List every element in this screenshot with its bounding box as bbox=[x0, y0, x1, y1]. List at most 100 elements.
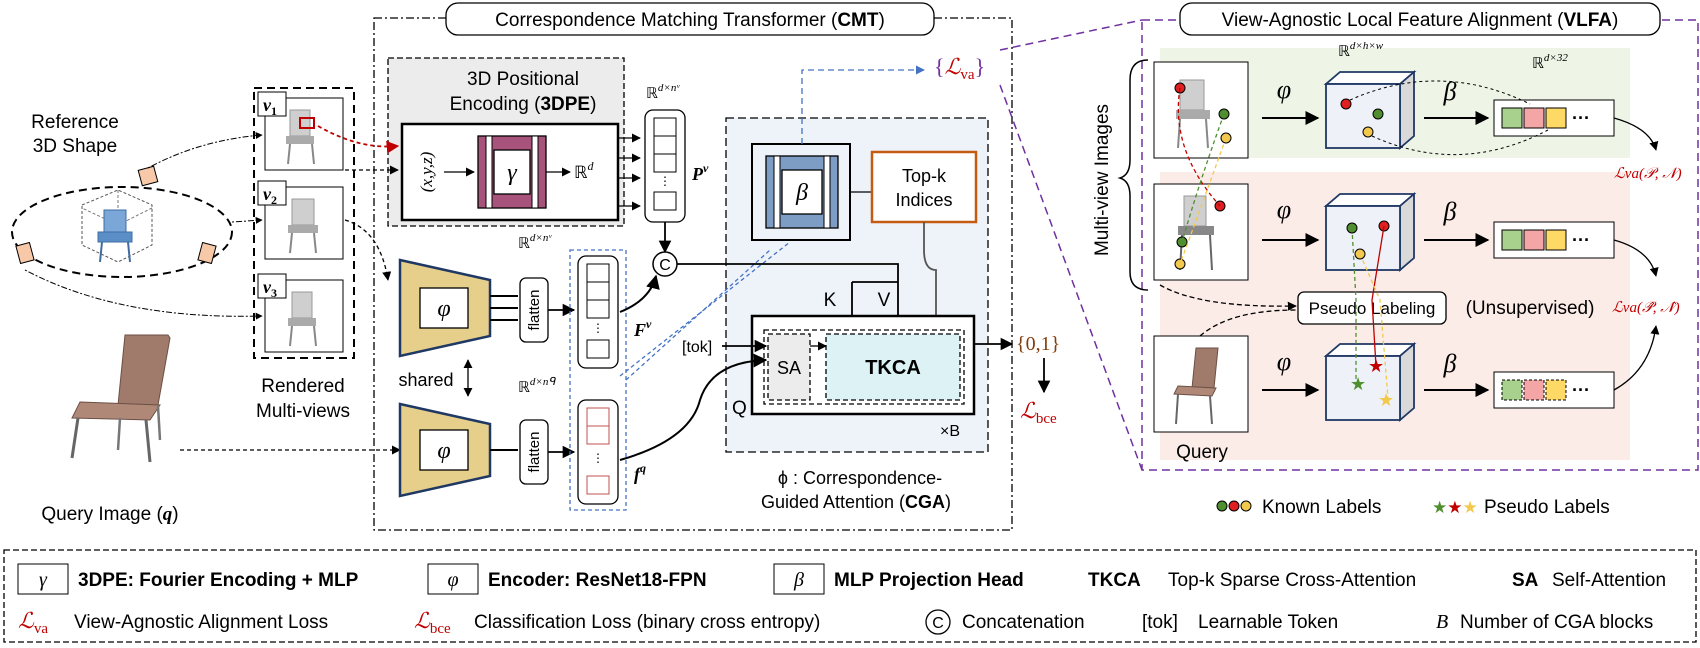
blue-dashed-link-2 bbox=[625, 249, 771, 381]
rd32-label: ℝd×32 bbox=[1532, 52, 1568, 72]
tkca-label: TKCA bbox=[865, 357, 921, 379]
fv-to-concat bbox=[619, 274, 660, 313]
pseudo-line-yellow bbox=[1359, 253, 1389, 399]
concat-to-kv bbox=[677, 263, 899, 282]
binary-output: {0,1} bbox=[1016, 333, 1060, 355]
view-1-tag: v1 bbox=[257, 91, 287, 118]
v-label: V bbox=[878, 290, 891, 311]
token-row-3: ··· bbox=[1493, 371, 1615, 409]
concat-symbol: C bbox=[659, 257, 671, 274]
legend-gamma: γ bbox=[17, 563, 69, 595]
pv-dim-label: ℝd×nᵛ bbox=[646, 82, 680, 102]
xyz-input: (x,y,z) bbox=[417, 151, 436, 192]
reference-label-1: Reference bbox=[31, 112, 119, 133]
cga-caption-1: ϕ : Correspondence- bbox=[778, 468, 942, 488]
legend-tkca-text: Top-k Sparse Cross-Attention bbox=[1168, 570, 1416, 591]
feature-cube-1 bbox=[1323, 70, 1417, 150]
cross-view-yellow bbox=[1179, 137, 1227, 265]
loss-bce: ℒbce bbox=[1020, 398, 1057, 427]
vlfa-phi-1: φ bbox=[1277, 75, 1291, 104]
svg-text:β: β bbox=[793, 569, 804, 591]
reference-orbit bbox=[11, 186, 233, 278]
view-2-tag: v2 bbox=[257, 180, 287, 207]
view2-to-pseudo bbox=[1159, 284, 1297, 311]
fq-to-sa bbox=[619, 353, 768, 461]
pseudo-line-red bbox=[1371, 225, 1385, 367]
fq-stack: ⋮ bbox=[577, 399, 619, 505]
multiview-brace bbox=[1117, 59, 1149, 291]
pv-stack: ⋮ bbox=[644, 109, 686, 223]
svg-text:γ: γ bbox=[39, 569, 48, 591]
flatten-top-label: flatten bbox=[526, 290, 543, 331]
pv-label: Pv bbox=[691, 161, 709, 184]
legend-b-sym: B bbox=[1436, 611, 1448, 633]
feature-cube-3: ★ ★ ★ bbox=[1323, 342, 1417, 422]
vlfa-beta-1: β bbox=[1443, 77, 1457, 106]
encoder-top: φ bbox=[398, 258, 492, 358]
vlfa-phi-2: φ bbox=[1277, 195, 1291, 224]
legend-b-text: Number of CGA blocks bbox=[1460, 612, 1653, 633]
legend-phi: φ bbox=[427, 563, 479, 595]
sa-block bbox=[767, 333, 811, 401]
cmt-region bbox=[373, 17, 1013, 531]
view-3 bbox=[264, 279, 344, 353]
svg-text:···: ··· bbox=[1572, 380, 1590, 400]
query-label: Query Image (q) bbox=[41, 504, 178, 525]
pseudo-labels-icon: ★★★ bbox=[1432, 498, 1478, 517]
cga-caption-2: Guided Attention (CGA) bbox=[761, 492, 951, 512]
svg-text:β: β bbox=[795, 180, 808, 206]
vlfa-view-1 bbox=[1153, 61, 1249, 159]
legend-tok-sym: [tok] bbox=[1142, 612, 1178, 633]
legend-sa-abbr: SA bbox=[1512, 570, 1539, 591]
known-labels-text: Known Labels bbox=[1262, 497, 1381, 518]
legend-concat-sym: C bbox=[932, 615, 944, 632]
rd-label: ℝd bbox=[574, 159, 594, 182]
tok-label: [tok] bbox=[682, 339, 712, 356]
topk-box bbox=[870, 150, 978, 224]
vlfa-query-image bbox=[1153, 335, 1249, 433]
row1-dotted-loop-1 bbox=[1349, 80, 1531, 105]
vlfa-connector-bottom bbox=[999, 84, 1143, 471]
rdhw-label: ℝd×h×w bbox=[1338, 40, 1384, 60]
svg-text:⋮: ⋮ bbox=[659, 174, 671, 188]
svg-text:···: ··· bbox=[1572, 230, 1590, 250]
encoder-top-lines bbox=[490, 295, 518, 321]
topk-to-tkca bbox=[923, 222, 943, 336]
pseudo-labels-text: Pseudo Labels bbox=[1484, 497, 1610, 518]
vlfa-view-2 bbox=[1153, 183, 1249, 281]
vlfa-title-box bbox=[1179, 2, 1661, 36]
vlfa-query-label: Query bbox=[1176, 442, 1228, 463]
view-ray-2 bbox=[231, 216, 263, 224]
legend-beta: β bbox=[773, 563, 825, 595]
legend-tkca-abbr: TKCA bbox=[1088, 570, 1141, 591]
svg-text:⋮: ⋮ bbox=[592, 321, 604, 335]
vlfa-loss-2: ℒva(𝒫̂, 𝒩̂) bbox=[1612, 300, 1680, 316]
cross-view-green bbox=[1181, 113, 1225, 243]
topk-label-1: Top-k bbox=[902, 166, 947, 186]
multiview-label: Multi-view Images bbox=[1092, 104, 1113, 256]
vlfa-beta-3: β bbox=[1443, 349, 1457, 378]
cmt-title-box bbox=[445, 2, 935, 36]
fv-dim-label: ℝd×nᵛ bbox=[518, 232, 552, 252]
fv-stack: ⋮ bbox=[577, 255, 619, 369]
views-to-encoder bbox=[344, 219, 392, 281]
svg-text:···: ··· bbox=[1572, 108, 1590, 128]
dpe-title-1: 3D Positional bbox=[467, 69, 579, 90]
cmt-title: Correspondence Matching Transformer (CMT… bbox=[495, 10, 885, 31]
beta-block: β bbox=[765, 155, 839, 229]
known-labels-icon bbox=[1216, 500, 1252, 512]
dpe-output-arrows bbox=[618, 133, 641, 211]
svg-text:γ: γ bbox=[507, 160, 517, 186]
fq-label: fq bbox=[634, 461, 646, 484]
rendered-label-1: Rendered bbox=[261, 376, 344, 397]
row2-to-loss bbox=[1613, 239, 1659, 277]
svg-text:φ: φ bbox=[437, 438, 450, 464]
loss-va: {ℒva} bbox=[934, 54, 985, 83]
legend-lva-text: View-Agnostic Alignment Loss bbox=[74, 612, 328, 633]
svg-text:φ: φ bbox=[437, 296, 450, 322]
legend-box bbox=[3, 549, 1697, 643]
legend-lva-sym: ℒva bbox=[18, 608, 48, 637]
beta-to-lva bbox=[801, 65, 925, 144]
dpe-title-2: Encoding (3DPE) bbox=[450, 94, 597, 115]
row1-to-loss bbox=[1613, 117, 1659, 151]
